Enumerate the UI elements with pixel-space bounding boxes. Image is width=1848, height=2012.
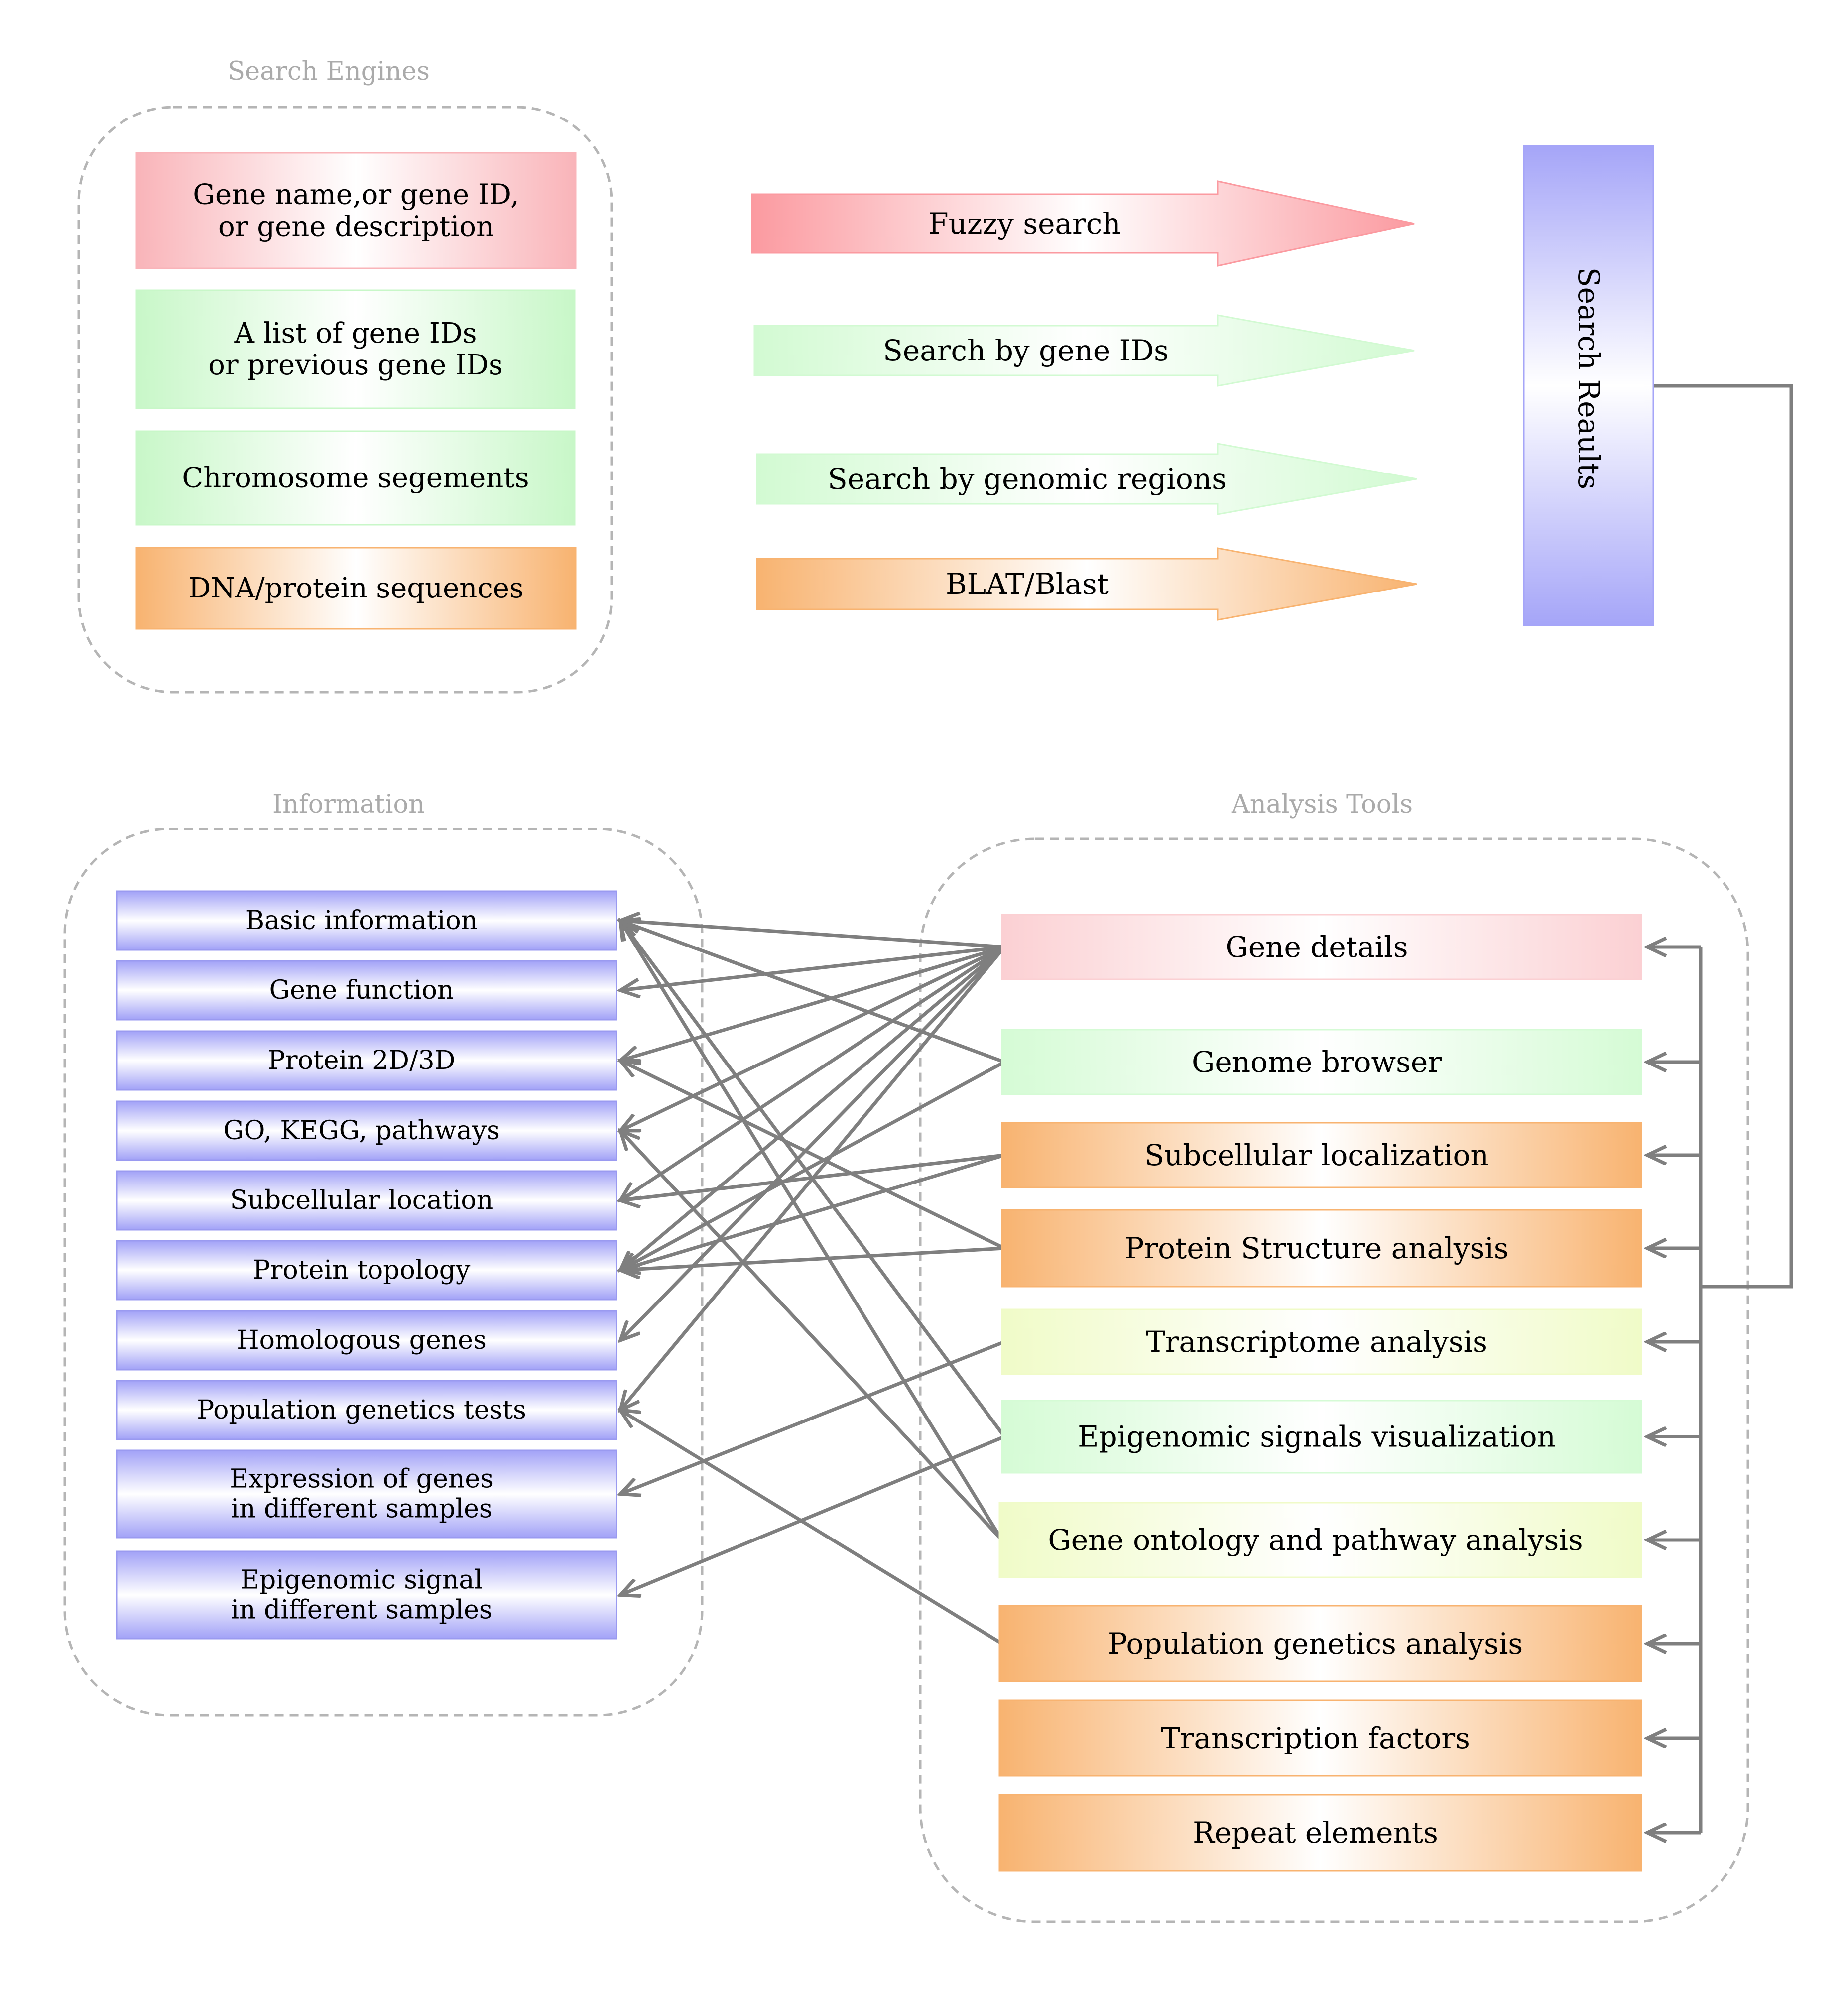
information-item-box (116, 1380, 617, 1440)
search-results-label: Search Reaults (1572, 267, 1605, 489)
analysis-tool-box (998, 1605, 1642, 1682)
analysis-tool-label: Transcription factors (1161, 1721, 1470, 1755)
search-results: Search Reaults (1523, 145, 1654, 626)
search-method-label: Fuzzy search (928, 207, 1120, 240)
information-item-box (116, 1449, 617, 1539)
information-item-label: Gene function (269, 975, 454, 1005)
search-input-label: DNA/protein sequences (188, 572, 523, 604)
tool-to-info-links (620, 921, 1006, 1645)
tool-info-link (620, 921, 1003, 1541)
search-input-box (135, 547, 577, 630)
information-item-label: Population genetics tests (197, 1395, 526, 1425)
tool-info-link (620, 921, 1005, 949)
search-input-box (135, 152, 577, 269)
search-method-label: BLAT/Blast (946, 567, 1109, 601)
analysis-tool-box (1001, 1122, 1642, 1188)
search-input-label: or previous gene IDs (208, 349, 503, 381)
information-item-label: Expression of genes (230, 1464, 493, 1494)
search-method-label: Search by genomic regions (828, 462, 1227, 496)
information-item-label: GO, KEGG, pathways (223, 1116, 500, 1146)
tool-info-link (620, 1435, 1005, 1595)
analysis-tools-group (919, 837, 1749, 1923)
analysis-tool-box (998, 1502, 1642, 1578)
information-item-label: Basic information (246, 906, 478, 936)
tool-info-link (620, 1060, 1005, 1270)
analysis-tool-box (998, 1699, 1642, 1777)
search-input-box (135, 430, 576, 526)
analysis-tool-box (1001, 1029, 1642, 1095)
tool-info-link (620, 1131, 1003, 1541)
information-item-label: in different samples (231, 1494, 492, 1524)
tool-info-link (620, 1340, 1005, 1494)
analysis-tool-box (1001, 914, 1642, 980)
search-inputs: Gene name,or gene ID,or gene description… (135, 152, 577, 630)
tool-info-link (620, 946, 1006, 1340)
search-input-label: A list of gene IDs (234, 317, 477, 350)
search-method-arrow (756, 443, 1417, 515)
search-engines-group (77, 106, 613, 694)
tool-info-link (620, 921, 1005, 1064)
tool-info-link (620, 945, 1005, 1061)
search-method-arrow (756, 547, 1417, 621)
search-results-box (1523, 145, 1654, 626)
analysis-tool-label: Population genetics analysis (1108, 1627, 1523, 1660)
information-item-box (116, 1550, 617, 1640)
information-item-box (116, 960, 617, 1021)
search-method-label: Search by gene IDs (883, 334, 1169, 367)
information-item-label: Epigenomic signal (241, 1565, 483, 1595)
analysis-tool-box (998, 1794, 1642, 1872)
analysis-tool-label: Genome browser (1192, 1045, 1442, 1079)
information-item-box (116, 1170, 617, 1231)
information-item-label: Protein 2D/3D (268, 1046, 456, 1075)
information-item-label: Homologous genes (237, 1325, 487, 1355)
tool-info-link (620, 921, 1006, 1438)
tool-info-link (620, 1246, 1005, 1270)
search-method-arrow (751, 180, 1415, 267)
search-input-label: Gene name,or gene ID, (193, 179, 519, 211)
analysis-tool-label: Repeat elements (1193, 1816, 1438, 1850)
analysis-tool-label: Gene ontology and pathway analysis (1048, 1523, 1583, 1557)
tool-info-link (620, 945, 1005, 1131)
search-input-box (135, 289, 576, 409)
tool-info-link (620, 1061, 1005, 1250)
information-item-label: Protein topology (253, 1255, 471, 1285)
tool-info-link (620, 946, 1006, 1270)
information-item-label: Subcellular location (230, 1185, 493, 1215)
analysis-tool-box (1001, 1400, 1642, 1474)
analysis-tool-label: Transcriptome analysis (1146, 1325, 1487, 1359)
tool-info-link (620, 1410, 1003, 1645)
search-engines-title: Search Engines (228, 57, 430, 86)
connector-lines (1647, 384, 1793, 1833)
analysis-tool-label: Gene details (1226, 930, 1408, 964)
information-item-box (116, 1030, 617, 1091)
tool-info-link (620, 946, 1005, 1200)
analysis-tool-box (1001, 1209, 1642, 1288)
analysis-tool-label: Protein Structure analysis (1124, 1231, 1508, 1265)
information-title: Information (272, 790, 425, 819)
tool-info-link (620, 1153, 1005, 1270)
analysis-tool-label: Epigenomic signals visualization (1078, 1420, 1556, 1454)
information-item-box (116, 1240, 617, 1301)
search-input-label: Chromosome segements (182, 462, 529, 494)
information-item-box (116, 1310, 617, 1371)
analysis-tool-label: Subcellular localization (1144, 1138, 1489, 1172)
information-item-box (116, 1100, 617, 1161)
information-item-label: in different samples (231, 1595, 492, 1625)
results-connector (1653, 384, 1793, 1289)
information-group (63, 828, 704, 1717)
analysis-tool-box (1001, 1308, 1642, 1375)
search-input-label: or gene description (218, 211, 494, 243)
tool-info-link (620, 945, 1005, 990)
search-method-arrow (753, 314, 1415, 387)
analysis-tools-title: Analysis Tools (1231, 790, 1413, 819)
information-item-box (116, 890, 617, 951)
